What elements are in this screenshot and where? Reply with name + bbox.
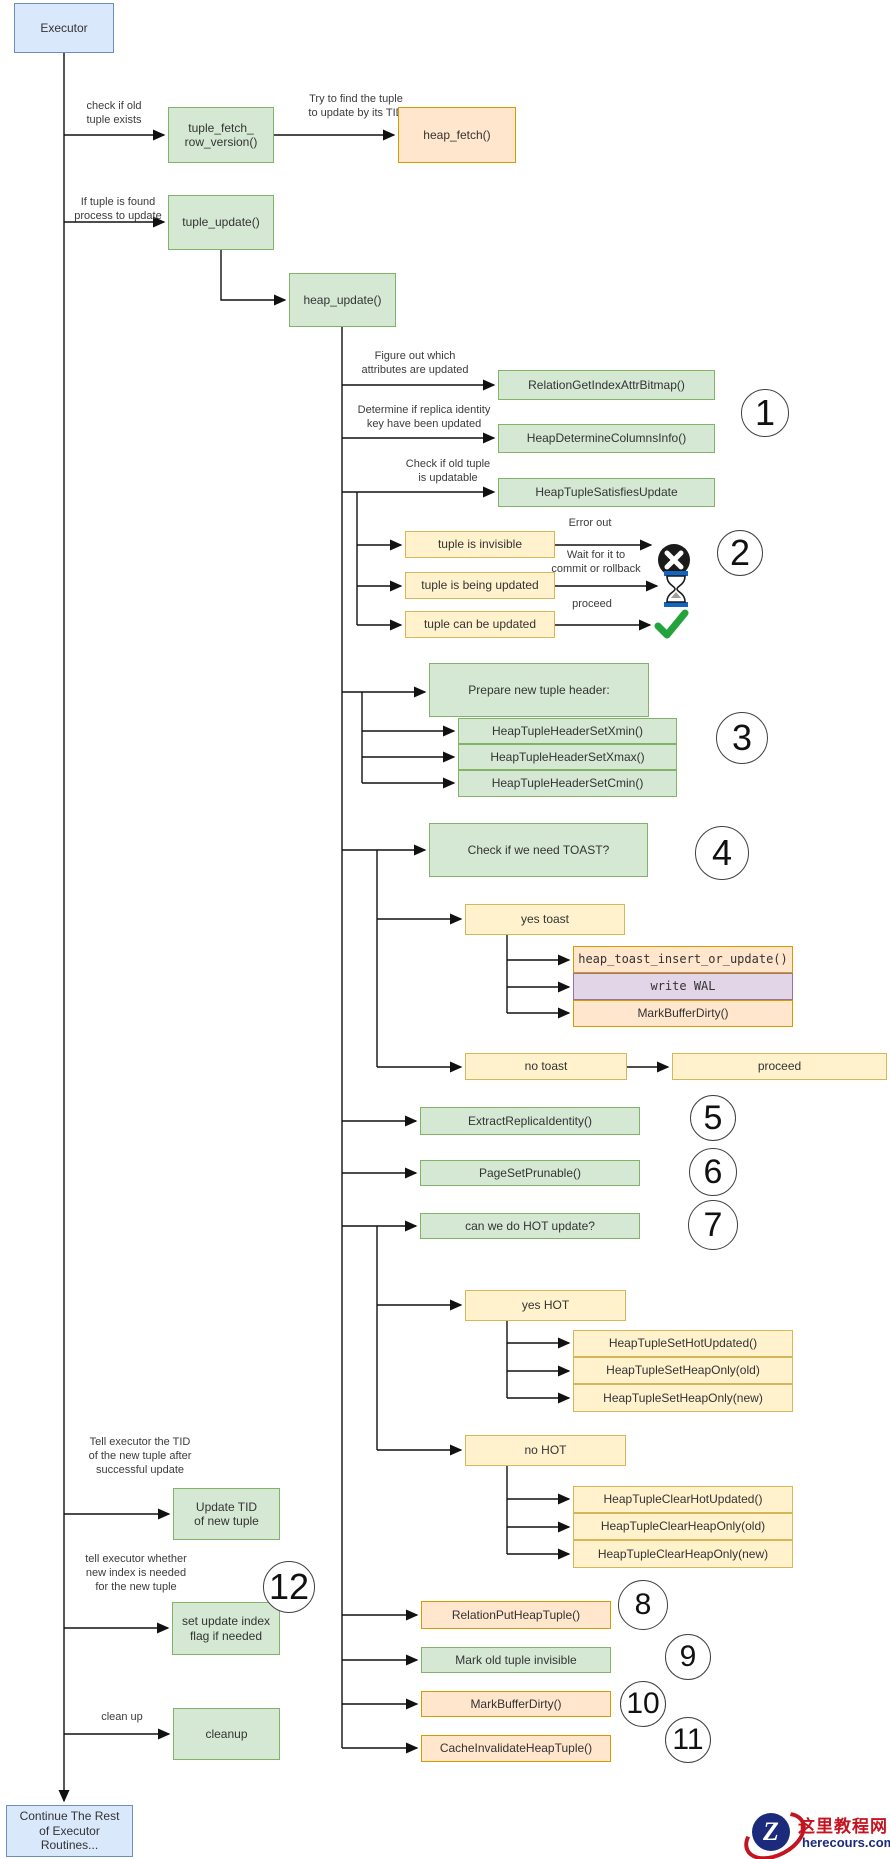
node-heap-fetch: heap_fetch() [398,107,516,163]
node-mark-old-tuple-invisible: Mark old tuple invisible [421,1647,611,1673]
node-write-wal: write WAL [573,973,793,1000]
label-if-tuple-found: If tuple is found process to update [74,196,162,222]
step-circle-4: 4 [695,826,749,880]
step-circle-5: 5 [690,1095,736,1141]
node-mark-buffer-dirty-toast: MarkBufferDirty() [573,1000,793,1027]
node-tuple-can-be-updated: tuple can be updated [405,611,555,638]
node-cleanup: cleanup [173,1708,280,1760]
node-clear-hot-updated: HeapTupleClearHotUpdated() [573,1486,793,1513]
node-clear-heap-only-old: HeapTupleClearHeapOnly(old) [573,1513,793,1540]
node-no-toast: no toast [465,1053,627,1080]
error-x-icon [658,544,690,576]
node-tuple-invisible: tuple is invisible [405,531,555,558]
node-yes-toast: yes toast [465,904,625,935]
label-check-old-exists: check if old tuple exists [86,100,142,126]
node-no-hot: no HOT [465,1435,626,1466]
node-can-hot-update: can we do HOT update? [420,1213,640,1239]
label-tell-index: tell executor whether new index is neede… [85,1553,187,1593]
node-tuple-update: tuple_update() [168,195,274,250]
step-circle-3: 3 [716,712,768,764]
watermark-site-url: herecours.com [802,1835,890,1850]
step-circle-6: 6 [689,1148,737,1196]
node-continue-rest: Continue The Rest of Executor Routines..… [6,1805,133,1857]
step-circle-11: 11 [665,1717,711,1763]
step-circle-1: 1 [741,389,789,437]
node-set-update-index: set update index flag if needed [172,1602,280,1655]
checkmark-icon [654,609,689,639]
node-proceed: proceed [672,1053,887,1080]
step-circle-10: 10 [620,1681,666,1727]
watermark-site-name: 这里教程网 [798,1817,888,1836]
node-clear-heap-only-new: HeapTupleClearHeapOnly(new) [573,1540,793,1568]
node-mark-buffer-dirty-2: MarkBufferDirty() [421,1691,611,1717]
node-tuple-being-updated: tuple is being updated [405,572,555,599]
step-circle-7: 7 [688,1200,738,1250]
node-executor: Executor [14,3,114,53]
node-relation-put-heap-tuple: RelationPutHeapTuple() [421,1601,611,1629]
step-circle-9: 9 [665,1634,711,1680]
label-check-updatable: Check if old tuple is updatable [405,458,491,484]
node-cache-invalidate-heap-tuple: CacheInvalidateHeapTuple() [421,1735,611,1762]
logo-z-icon: Z [752,1813,790,1851]
label-wait-commit: Wait for it to commit or rollback [551,549,641,575]
node-set-heap-only-new: HeapTupleSetHeapOnly(new) [573,1384,793,1412]
node-tuple-fetch-row-version: tuple_fetch_ row_version() [168,107,274,163]
node-check-toast: Check if we need TOAST? [429,823,648,877]
node-yes-hot: yes HOT [465,1290,626,1321]
hourglass-icon [664,571,688,607]
node-relation-get-index-attr-bitmap: RelationGetIndexAttrBitmap() [498,370,715,400]
node-extract-replica-identity: ExtractReplicaIdentity() [420,1107,640,1135]
node-heap-determine-columns-info: HeapDetermineColumnsInfo() [498,424,715,453]
label-tell-tid: Tell executor the TID of the new tuple a… [88,1436,192,1476]
label-error-out: Error out [568,517,612,529]
label-figure-attrs: Figure out which attributes are updated [361,350,469,376]
label-clean-up: clean up [101,1711,143,1723]
node-page-set-prunable: PageSetPrunable() [420,1160,640,1186]
node-set-hot-updated: HeapTupleSetHotUpdated() [573,1330,793,1357]
step-circle-8: 8 [618,1580,668,1630]
step-circle-2: 2 [717,530,763,576]
node-set-cmin: HeapTupleHeaderSetCmin() [458,770,677,797]
label-proceed: proceed [572,598,612,610]
node-heap-tuple-satisfies-update: HeapTupleSatisfiesUpdate [498,478,715,507]
node-update-tid: Update TID of new tuple [173,1488,280,1540]
node-set-heap-only-old: HeapTupleSetHeapOnly(old) [573,1357,793,1384]
node-set-xmin: HeapTupleHeaderSetXmin() [458,718,677,744]
watermark-logo: Z 这里教程网 herecours.com [736,1801,890,1859]
node-heap-update: heap_update() [289,273,396,327]
node-heap-toast-insert-or-update: heap_toast_insert_or_update() [573,946,793,973]
node-prepare-header: Prepare new tuple header: [429,663,649,717]
node-set-xmax: HeapTupleHeaderSetXmax() [458,744,677,770]
label-try-find-tid: Try to find the tuple to update by its T… [308,93,404,119]
step-circle-12: 12 [263,1561,315,1613]
label-determine-replica: Determine if replica identity key have b… [357,404,491,430]
